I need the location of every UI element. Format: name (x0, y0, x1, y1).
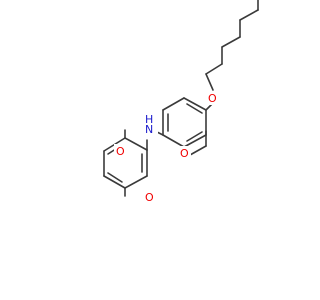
oxygen-label-upper-para: O (208, 92, 217, 105)
upper-right-ring (162, 97, 207, 148)
molecule-svg: N H O O O O (103, 0, 259, 204)
oxygen-label-upper-ortho: O (180, 147, 189, 160)
upper-right-para-hexyloxy (205, 0, 259, 111)
hydrogen-label: H (145, 113, 153, 126)
oxygen-label-lower-ortho: O (116, 145, 125, 158)
nitrogen-label: N (145, 123, 153, 136)
structure-diagram: N H O O O O (103, 0, 259, 204)
oxygen-label-lower-para: O (145, 191, 154, 204)
atom-labels: N H O O O O (114, 91, 220, 204)
